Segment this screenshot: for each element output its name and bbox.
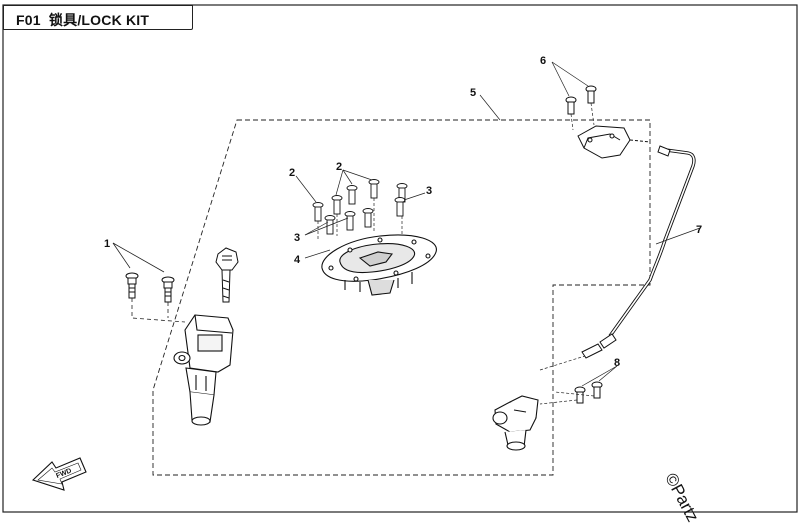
bolt (344, 211, 356, 231)
page-code: F01 (16, 12, 41, 28)
title-chinese: 锁具 (48, 12, 78, 28)
callout-1: 1 (104, 238, 110, 250)
callout-2a: 2 (289, 167, 295, 179)
bolt-6b (585, 85, 597, 104)
screw-8a (574, 386, 586, 404)
seat-lock-screws (574, 381, 603, 404)
seat-lock-cable (581, 145, 701, 359)
bracket-bolts (565, 85, 597, 115)
bolt (368, 179, 380, 199)
bolt (394, 197, 406, 217)
callout-8: 8 (614, 357, 620, 369)
callout-4: 4 (294, 254, 301, 266)
ignition-key (215, 247, 239, 303)
bolt (362, 208, 374, 228)
bolt-leaders (295, 169, 426, 259)
assembly-boundary-dashed (152, 119, 651, 476)
callout-8-leaders (539, 355, 618, 405)
callout-6: 6 (540, 55, 546, 67)
callout-3b: 3 (294, 232, 300, 244)
callout-5: 5 (470, 87, 476, 99)
fuel-cap-bolts (312, 179, 408, 235)
fwd-arrow-icon: FWD (31, 457, 87, 491)
diagram-frame (2, 4, 798, 513)
callout-7: 7 (696, 224, 702, 236)
fuel-cap (321, 234, 437, 296)
screw-8b (591, 381, 603, 399)
bolt (331, 195, 343, 215)
callout-6-leaders (551, 61, 595, 131)
latch-bracket (577, 125, 651, 159)
screw-1a (125, 272, 139, 299)
title-box: F01 锁具/LOCK KIT (3, 5, 193, 30)
bolt (312, 202, 324, 222)
bolt (324, 215, 336, 235)
callout-5-leader (479, 94, 501, 121)
callout-3a: 3 (426, 185, 432, 197)
callout-2b: 2 (336, 161, 342, 173)
bolt-6a (565, 96, 577, 115)
screw-1b (161, 276, 175, 303)
bolt (346, 185, 358, 205)
page-title: F01 锁具/LOCK KIT (16, 12, 150, 28)
parts-diagram: FWD 1 2 2 3 3 4 5 6 7 8 (2, 4, 798, 513)
ignition-switch (173, 314, 234, 426)
callout-1-leaders (112, 242, 186, 323)
seat-lock (492, 395, 539, 451)
title-english: LOCK KIT (81, 12, 150, 28)
ignition-screws (125, 272, 175, 303)
